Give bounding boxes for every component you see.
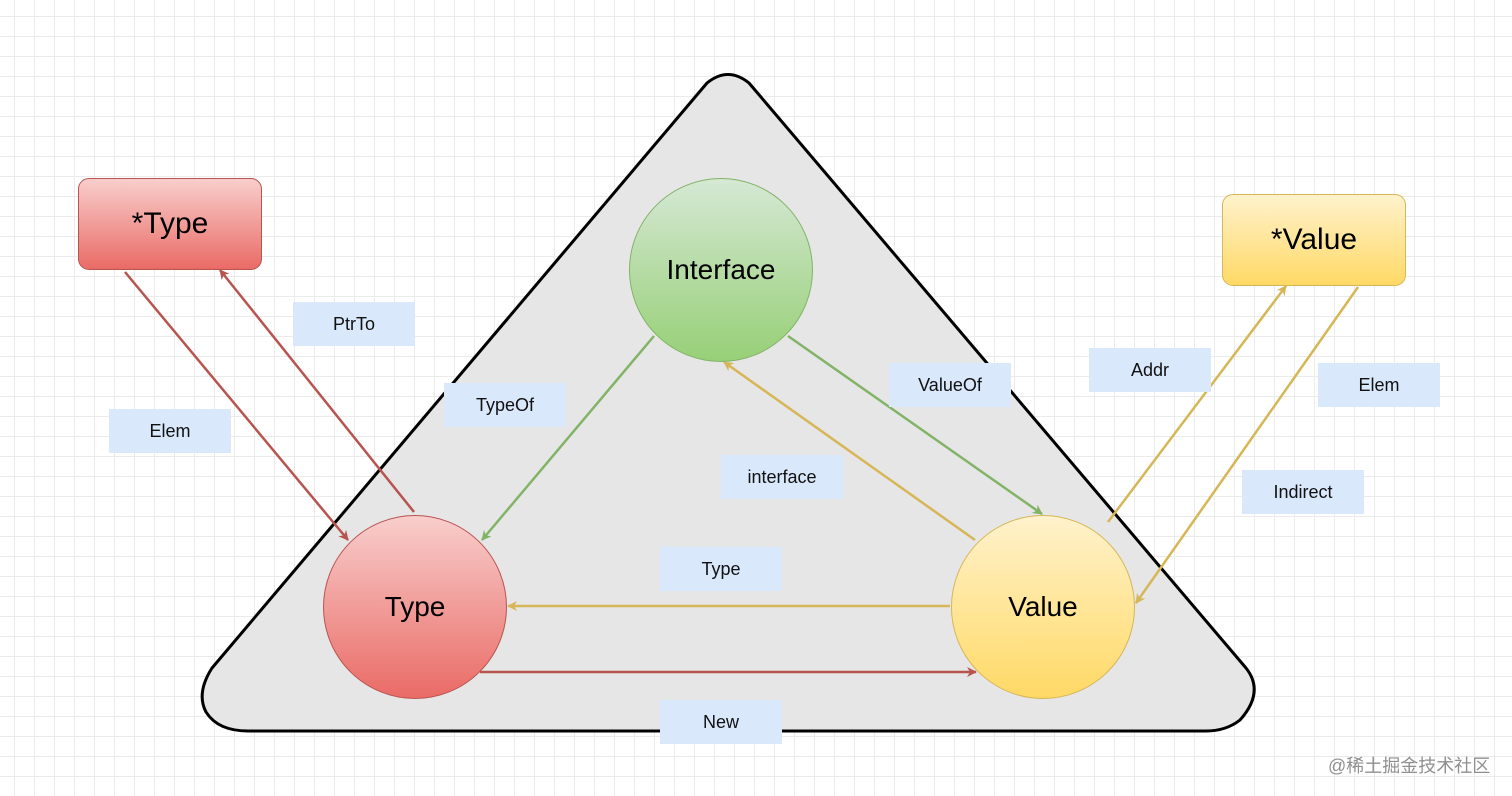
ptr-type-node: *Type bbox=[78, 178, 262, 270]
arrow-valueof bbox=[787, 334, 1043, 516]
arrow-typeof bbox=[481, 335, 655, 541]
type-node: Type bbox=[323, 515, 507, 699]
edge-label-ptrto: PtrTo bbox=[293, 302, 415, 346]
edge-label-new: New bbox=[660, 700, 782, 744]
edge-label-valueof: ValueOf bbox=[889, 363, 1011, 407]
edge-label-interface: interface bbox=[721, 455, 843, 499]
interface-node: Interface bbox=[629, 178, 813, 362]
arrow-elem-left bbox=[124, 271, 349, 541]
arrow-interface bbox=[723, 360, 976, 542]
edge-label-elem-right: Elem bbox=[1318, 363, 1440, 407]
value-node: Value bbox=[951, 515, 1135, 699]
arrow-elem-right bbox=[1134, 286, 1360, 604]
arrow-ptrto bbox=[219, 269, 415, 513]
edge-label-addr: Addr bbox=[1089, 348, 1211, 392]
edge-label-indirect: Indirect bbox=[1242, 470, 1364, 514]
arrow-addr bbox=[1107, 285, 1287, 523]
edge-label-elem-left: Elem bbox=[109, 409, 231, 453]
edge-label-typeof: TypeOf bbox=[444, 383, 566, 427]
ptr-value-node: *Value bbox=[1222, 194, 1406, 286]
edge-label-type: Type bbox=[660, 547, 782, 591]
watermark: @稀土掘金技术社区 bbox=[1328, 756, 1491, 776]
